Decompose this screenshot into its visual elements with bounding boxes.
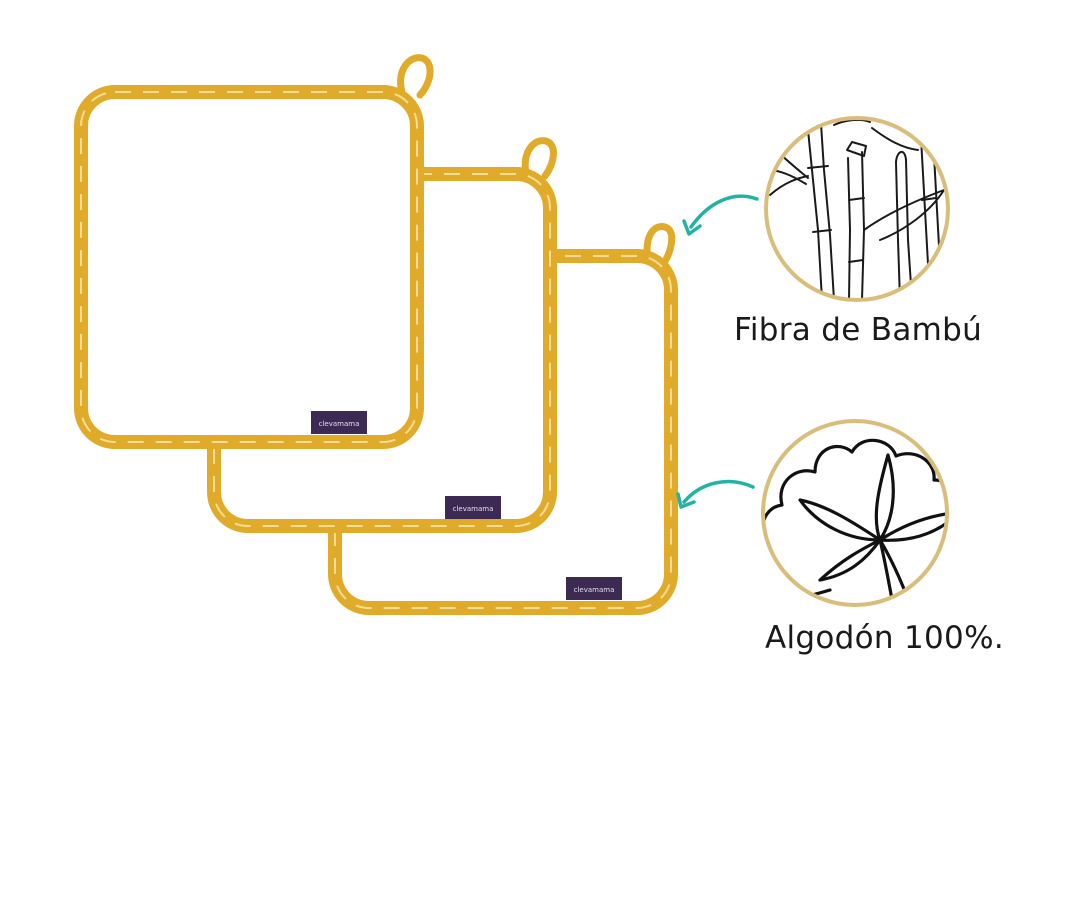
hanging-loop — [643, 223, 676, 267]
hanging-loop — [397, 54, 434, 99]
hanging-loop — [521, 137, 557, 180]
icon-ring — [761, 419, 949, 607]
brand-tag — [311, 411, 367, 434]
bamboo-icon — [764, 116, 950, 302]
towel-front: clevamama — [74, 54, 434, 449]
brand-tag — [566, 577, 622, 600]
arrow-bamboo — [682, 194, 759, 236]
brand-tag-text: clevamama — [574, 586, 615, 594]
brand-tag — [445, 496, 501, 519]
towel-border-pattern — [80, 91, 418, 443]
feature-label-bamboo: Fibra de Bambú — [734, 312, 983, 348]
towel-border — [74, 85, 424, 449]
cotton-flower-icon — [761, 419, 949, 607]
icon-ring — [764, 116, 950, 302]
feature-label-cotton: Algodón 100%. — [765, 620, 1004, 656]
brand-tag-text: clevamama — [453, 505, 494, 513]
arrow-cotton — [676, 479, 755, 509]
brand-tag-text: clevamama — [319, 420, 360, 428]
